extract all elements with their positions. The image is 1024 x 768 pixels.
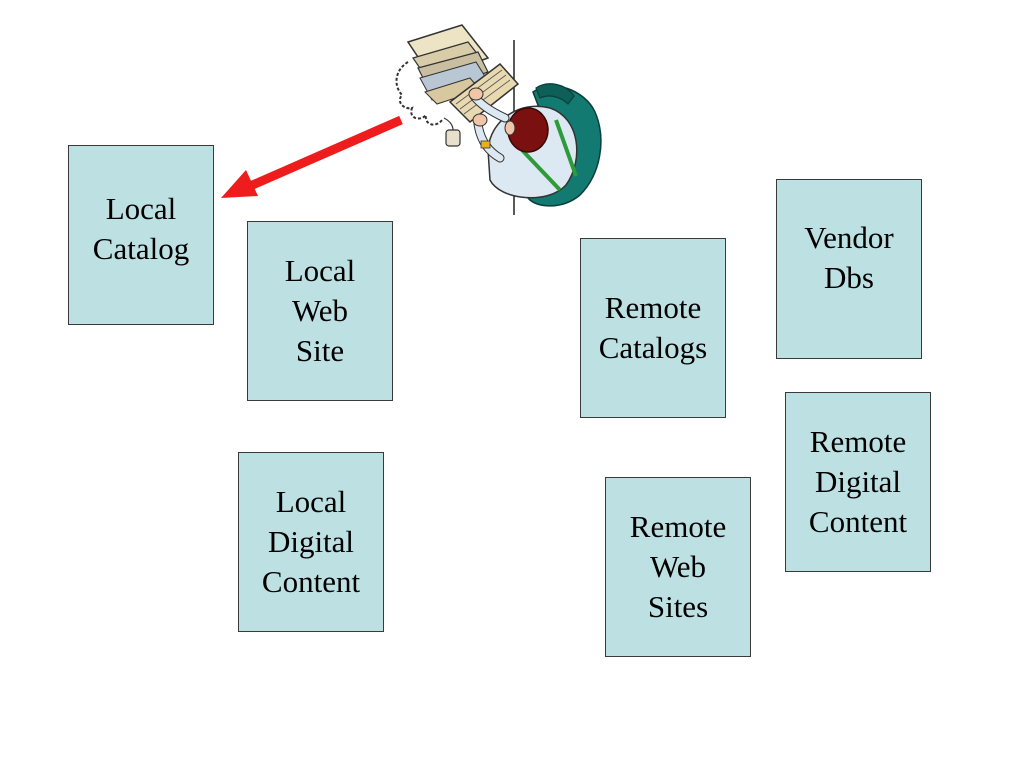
user-at-computer-icon [395,24,602,215]
remote-web-sites-label: Remote Web Sites [629,509,727,624]
remote-web-sites-box: Remote Web Sites [605,477,751,657]
red-arrow [221,115,403,198]
local-digital-content-label: Local Digital Content [261,484,361,599]
remote-digital-content-label: Remote Digital Content [808,424,908,539]
remote-digital-content-box: Remote Digital Content [785,392,931,572]
vendor-dbs-box: Vendor Dbs [776,179,922,359]
local-web-site-label: Local Web Site [284,253,356,368]
vendor-dbs-label: Vendor Dbs [804,220,894,295]
local-catalog-label: Local Catalog [92,191,190,266]
local-web-site-box: Local Web Site [247,221,393,401]
local-catalog-box: Local Catalog [68,145,214,325]
local-digital-content-box: Local Digital Content [238,452,384,632]
remote-catalogs-label: Remote Catalogs [598,290,708,365]
remote-catalogs-box: Remote Catalogs [580,238,726,418]
